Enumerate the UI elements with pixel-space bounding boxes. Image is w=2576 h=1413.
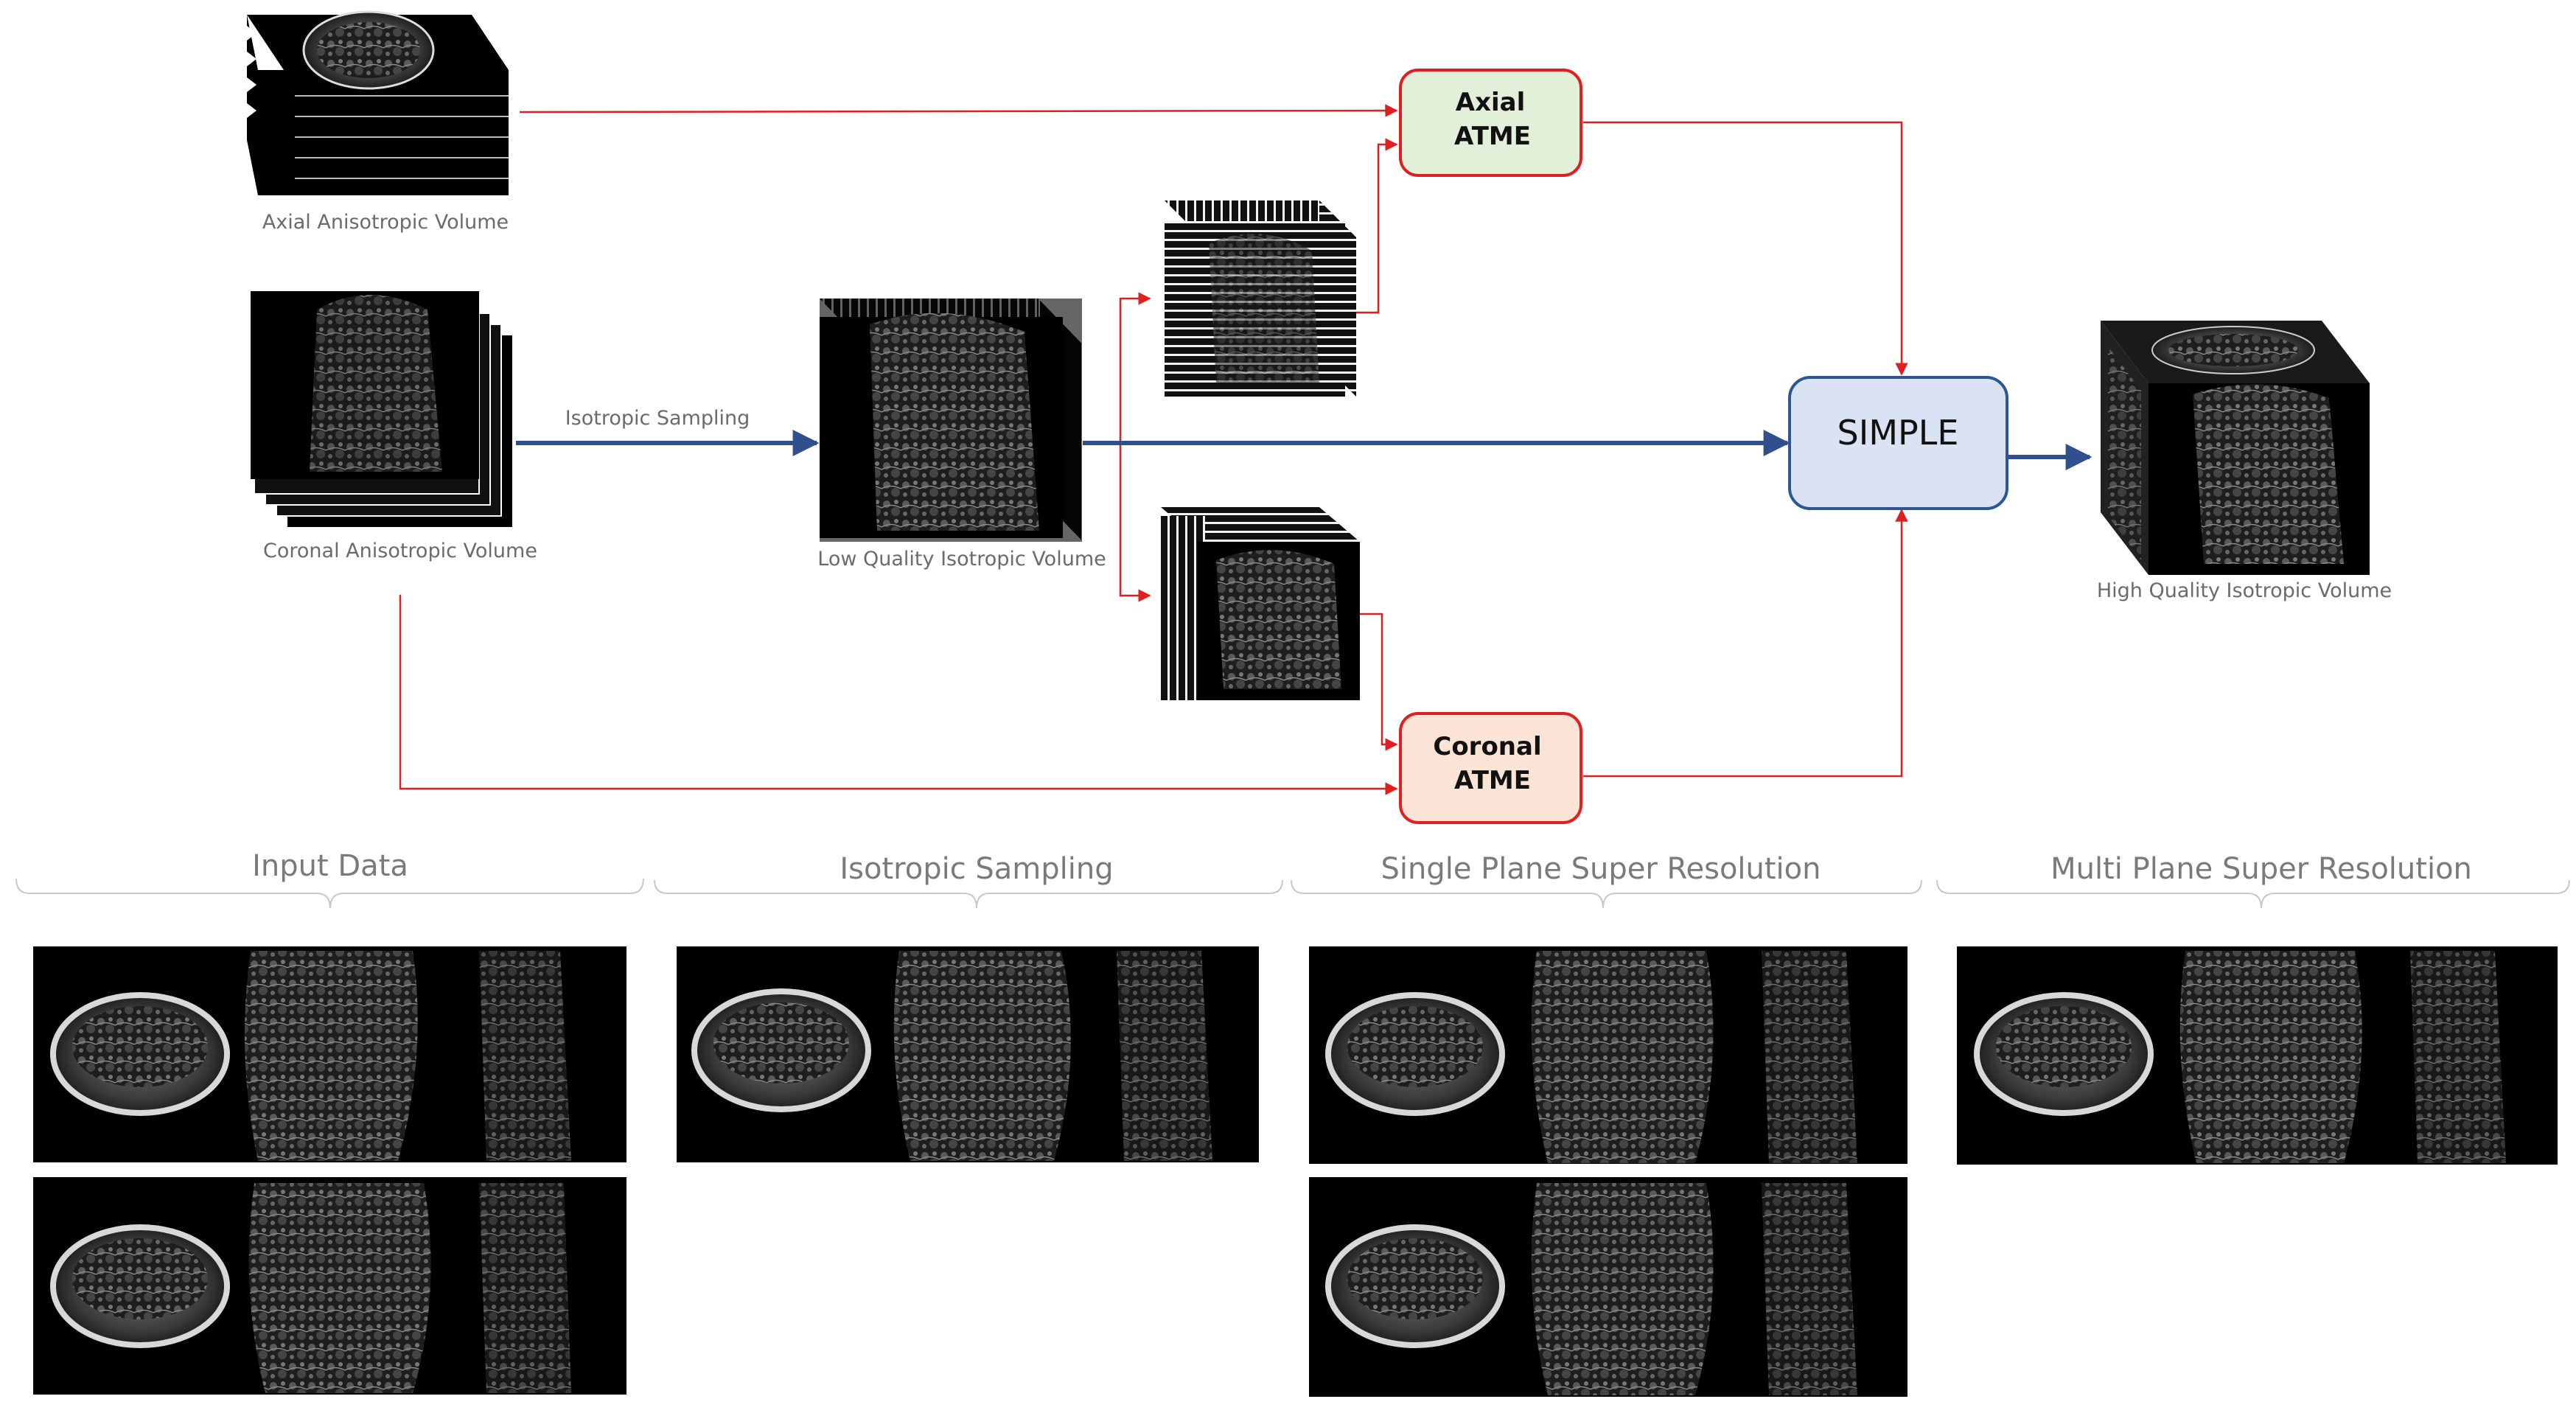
coronal-atme-line1: Coronal (1433, 732, 1541, 761)
blue-connectors (516, 430, 2092, 470)
axial-atme-line2: ATME (1454, 122, 1531, 151)
mri-panel-single-plane-2 (1309, 1177, 1907, 1397)
isotropic-sampling-arrow-label: Isotropic Sampling (565, 407, 750, 430)
mri-panel-input-1 (33, 946, 626, 1162)
coronal-atme-box: Coronal ATME (1399, 712, 1582, 824)
low-quality-label: Low Quality Isotropic Volume (817, 548, 1106, 571)
section-headers: Input Data Isotropic Sampling Single Pla… (252, 849, 2472, 886)
section-isotropic-sampling: Isotropic Sampling (840, 852, 1113, 886)
simple-label: SIMPLE (1837, 413, 1959, 453)
high-quality-isotropic-volume (2101, 321, 2370, 575)
mri-panel-isotropic (677, 946, 1259, 1162)
mri-panel-input-2 (33, 1177, 626, 1395)
section-brackets (15, 878, 2570, 909)
axial-atme-box: Axial ATME (1399, 69, 1582, 177)
axial-slices-stack (1165, 200, 1356, 397)
section-multi-plane: Multi Plane Super Resolution (2050, 852, 2472, 886)
section-input-data: Input Data (252, 849, 408, 883)
mri-panel-single-plane-1 (1309, 946, 1907, 1164)
axial-volume-label: Axial Anisotropic Volume (262, 211, 509, 234)
coronal-anisotropic-volume-stack (251, 291, 512, 527)
red-connectors (399, 104, 1908, 795)
axial-anisotropic-volume-stack (247, 10, 509, 195)
coronal-atme-line2: ATME (1454, 766, 1531, 795)
axial-atme-line1: Axial (1456, 88, 1526, 117)
high-quality-label: High Quality Isotropic Volume (2097, 579, 2392, 602)
simple-box: SIMPLE (1788, 376, 2008, 510)
section-single-plane: Single Plane Super Resolution (1381, 852, 1821, 886)
coronal-volume-label: Coronal Anisotropic Volume (263, 540, 537, 562)
coronal-slices-stack (1161, 507, 1360, 700)
mri-panel-multi-plane (1957, 946, 2558, 1165)
low-quality-isotropic-volume (820, 296, 1083, 544)
